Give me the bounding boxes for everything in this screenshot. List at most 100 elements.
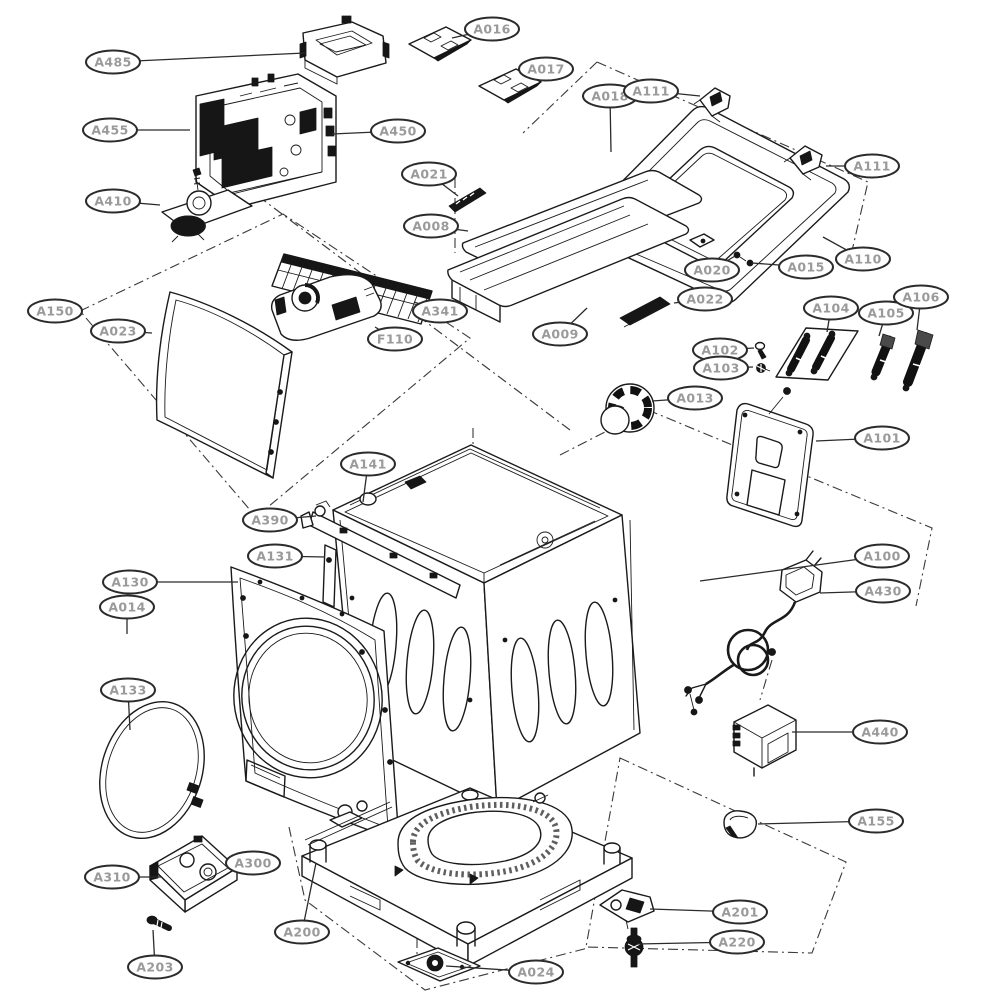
- callout-a021: A021: [401, 161, 459, 197]
- callout-text: A220: [718, 935, 755, 950]
- callout-text: A450: [379, 124, 416, 139]
- callout-oval: [803, 295, 859, 321]
- callout-text: A022: [686, 292, 723, 307]
- callout-oval: [852, 719, 908, 745]
- callout-a150: A150: [27, 298, 83, 324]
- callout-a017: A017: [518, 56, 574, 82]
- callout-oval: [858, 300, 914, 326]
- callout-a009: A009: [532, 307, 588, 347]
- callout-a008: A008: [403, 213, 469, 239]
- callout-text: A133: [109, 683, 146, 698]
- callout-a024: A024: [445, 959, 564, 985]
- callout-a485: A485: [85, 49, 306, 75]
- part-shipping-bolt: [624, 927, 644, 968]
- callout-oval: [82, 117, 138, 143]
- callout-oval: [102, 569, 158, 595]
- part-rear-panel: [726, 387, 814, 528]
- callout-oval: [532, 321, 588, 347]
- callout-oval: [247, 543, 303, 569]
- callout-oval: [225, 850, 281, 876]
- callout-oval: [893, 284, 949, 310]
- callout-oval: [848, 808, 904, 834]
- callout-text: A203: [136, 960, 173, 975]
- callout-text: A023: [99, 324, 136, 339]
- callout-oval: [127, 954, 183, 980]
- callout-oval: [242, 507, 298, 533]
- callout-text: A103: [702, 361, 739, 376]
- callout-text: A024: [517, 965, 554, 980]
- callout-text: A021: [410, 167, 447, 182]
- callout-text: A020: [693, 263, 730, 278]
- part-pressure-switch: [161, 167, 253, 243]
- callout-a013: A013: [651, 385, 723, 411]
- callout-a131: A131: [247, 543, 326, 569]
- part-display-module: [299, 15, 390, 85]
- part-clip-a103: [756, 363, 771, 373]
- callout-a014: A014: [99, 594, 155, 634]
- callout-a020: A020: [684, 255, 740, 283]
- part-leveling-foot: [397, 947, 481, 982]
- callout-a104: A104: [803, 295, 859, 333]
- callout-text: A131: [256, 549, 293, 564]
- callout-text: A105: [867, 306, 904, 321]
- callout-a105: A105: [858, 300, 914, 337]
- part-damper-a105: [870, 333, 896, 381]
- callout-text: A200: [283, 925, 320, 940]
- callout-text: A341: [421, 304, 458, 319]
- callout-oval: [693, 355, 749, 381]
- callout-a022: A022: [673, 286, 733, 312]
- callout-a015: A015: [751, 254, 834, 280]
- callout-oval: [712, 899, 768, 925]
- callout-text: A201: [721, 905, 758, 920]
- part-control-panel: [270, 274, 382, 341]
- callout-text: A018: [591, 89, 628, 104]
- callout-text: A430: [864, 584, 901, 599]
- part-shock-mount: [600, 383, 655, 435]
- callout-a130: A130: [102, 569, 238, 595]
- callout-text: A015: [787, 260, 824, 275]
- callout-a390: A390: [242, 507, 317, 533]
- callout-a110: A110: [822, 236, 891, 272]
- callout-oval: [340, 451, 396, 477]
- part-bracket-a016: [408, 26, 472, 62]
- callout-oval: [367, 326, 423, 352]
- callout-text: A141: [349, 457, 386, 472]
- callout-a103: A103: [693, 355, 754, 381]
- callout-oval: [677, 286, 733, 312]
- callout-a300: A300: [225, 850, 281, 876]
- callout-a111: A111: [826, 153, 900, 179]
- callout-a455: A455: [82, 117, 190, 143]
- callout-a310: A310: [84, 864, 162, 890]
- callout-text: A014: [108, 600, 145, 615]
- callout-text: A300: [234, 856, 271, 871]
- callout-a133: A133: [100, 677, 156, 731]
- callout-a450: A450: [331, 118, 426, 144]
- callout-text: A008: [412, 219, 449, 234]
- callout-a106: A106: [893, 284, 949, 331]
- callout-a440: A440: [792, 719, 908, 745]
- callout-text: A100: [863, 549, 900, 564]
- callout-text: A110: [844, 252, 881, 267]
- callout-oval: [854, 425, 910, 451]
- callout-oval: [99, 594, 155, 620]
- callout-a203: A203: [127, 929, 183, 980]
- callout-a410: A410: [85, 188, 161, 214]
- callout-oval: [778, 254, 834, 280]
- callout-text: A150: [36, 304, 73, 319]
- callout-a016: A016: [451, 16, 520, 42]
- callout-text: A455: [91, 123, 128, 138]
- part-power-cord: [684, 550, 823, 716]
- part-shipping-bracket: [599, 889, 655, 930]
- callout-text: A106: [902, 290, 939, 305]
- callout-text: A111: [853, 159, 890, 174]
- callout-a111: A111: [623, 78, 701, 104]
- callout-text: A390: [251, 513, 288, 528]
- callout-oval: [667, 385, 723, 411]
- callout-text: A410: [94, 194, 131, 209]
- callout-text: A102: [701, 343, 738, 358]
- callout-oval: [855, 578, 911, 604]
- callout-oval: [684, 257, 740, 283]
